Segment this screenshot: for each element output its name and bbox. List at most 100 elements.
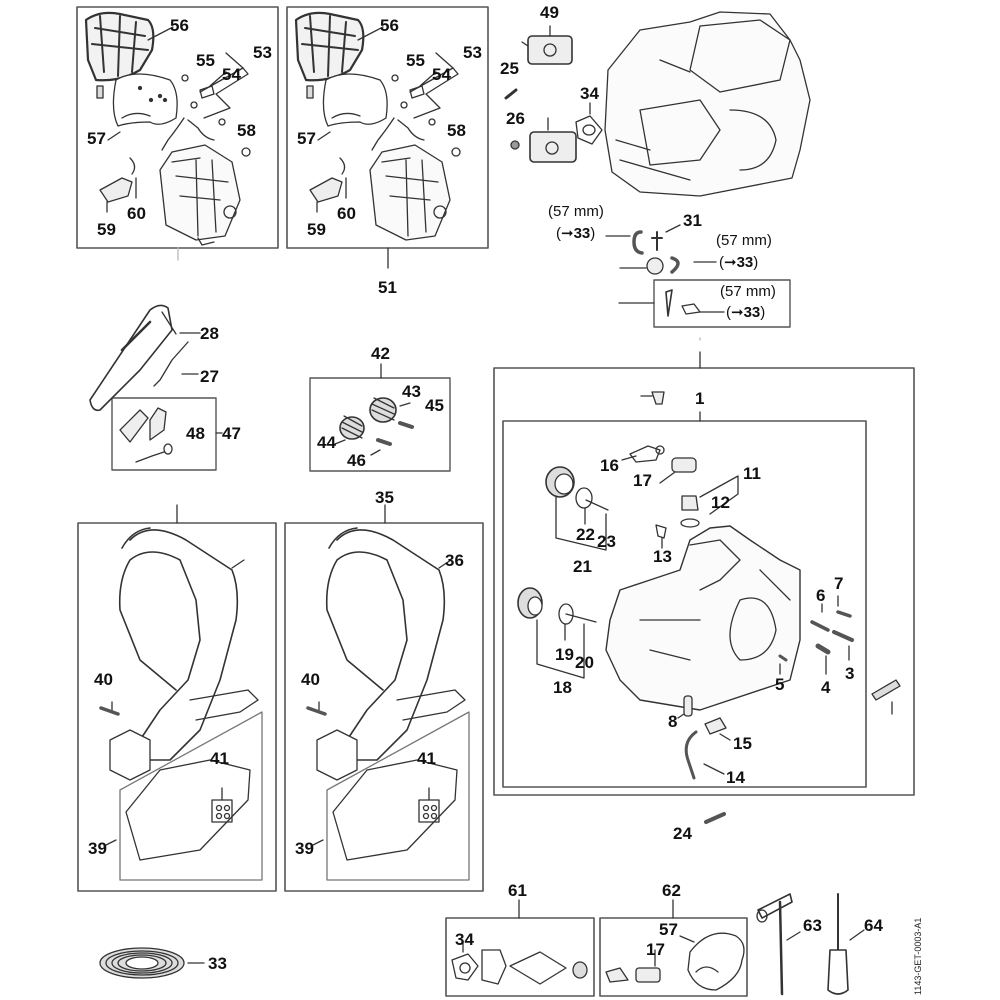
carburetor-housing-icon (159, 144, 241, 246)
part-label-55[interactable]: 55 (196, 51, 215, 70)
part-label-53[interactable]: 53 (253, 43, 272, 62)
part-label-53[interactable]: 53 (463, 43, 482, 62)
part-label-62[interactable]: 62 (662, 881, 681, 900)
part-label-54[interactable]: 54 (432, 65, 451, 84)
part-label-43[interactable]: 43 (402, 382, 421, 401)
cap-21-icon (545, 466, 609, 551)
part-label-34[interactable]: 34 (455, 930, 474, 949)
arrow-right-icon: ➞ (724, 254, 737, 271)
screw-13-icon (655, 524, 667, 549)
reference-note-1[interactable]: (➞33) (556, 225, 596, 242)
part-label-42[interactable]: 42 (371, 344, 390, 363)
part-label-18[interactable]: 18 (553, 678, 572, 697)
handlebar-b-art (310, 527, 470, 881)
part-label-54[interactable]: 54 (222, 65, 241, 84)
part-label-15[interactable]: 15 (733, 734, 752, 753)
lever-set-icon (119, 407, 223, 463)
wire-rod-icon (161, 117, 215, 151)
studs-icon (778, 595, 854, 675)
part-label-13[interactable]: 13 (653, 547, 672, 566)
reference-note-2[interactable]: (➞33) (719, 254, 759, 271)
part-label-8[interactable]: 8 (668, 712, 678, 731)
part-label-17[interactable]: 17 (633, 471, 652, 490)
part-label-56[interactable]: 56 (380, 16, 399, 35)
leader-57a (107, 131, 121, 141)
part-label-7[interactable]: 7 (834, 574, 844, 593)
part-label-1[interactable]: 1 (695, 389, 705, 408)
part-label-58[interactable]: 58 (447, 121, 466, 140)
gasket-34-icon (575, 102, 603, 145)
length-note-1: (57 mm) (548, 203, 604, 220)
part-label-49[interactable]: 49 (540, 3, 559, 22)
part-label-35[interactable]: 35 (375, 488, 394, 507)
bolt-25-icon (504, 88, 518, 100)
part-label-14[interactable]: 14 (726, 768, 745, 787)
part-label-3[interactable]: 3 (845, 664, 855, 683)
part-label-16[interactable]: 16 (600, 456, 619, 475)
part-label-51[interactable]: 51 (378, 278, 397, 297)
rail-icon (871, 679, 901, 715)
screwdriver-icon (827, 893, 865, 995)
part-label-39[interactable]: 39 (295, 839, 314, 858)
part-label-63[interactable]: 63 (803, 916, 822, 935)
part-label-36[interactable]: 36 (445, 551, 464, 570)
part-label-5[interactable]: 5 (775, 675, 785, 694)
frame-handlebar-b (284, 522, 484, 892)
part-label-48[interactable]: 48 (186, 424, 205, 443)
part-label-34[interactable]: 34 (580, 84, 599, 103)
part-label-61[interactable]: 61 (508, 881, 527, 900)
plug-icon (640, 391, 665, 405)
part-label-55[interactable]: 55 (406, 51, 425, 70)
part-label-24[interactable]: 24 (673, 824, 692, 843)
part-label-22[interactable]: 22 (576, 525, 595, 544)
part-label-17[interactable]: 17 (646, 940, 665, 959)
arrow-right-icon: ➞ (561, 225, 574, 242)
part-label-57[interactable]: 57 (659, 920, 678, 939)
part-label-58[interactable]: 58 (237, 121, 256, 140)
gasket-set-icon (451, 941, 588, 985)
part-label-57[interactable]: 57 (87, 129, 106, 148)
part-label-6[interactable]: 6 (816, 586, 826, 605)
part-label-59[interactable]: 59 (307, 220, 326, 239)
frame-gasket-set (445, 917, 595, 997)
part-label-47[interactable]: 47 (222, 424, 241, 443)
part-label-64[interactable]: 64 (864, 916, 883, 935)
part-label-20[interactable]: 20 (575, 653, 594, 672)
part-label-44[interactable]: 44 (317, 433, 336, 452)
part-label-45[interactable]: 45 (425, 396, 444, 415)
part-label-39[interactable]: 39 (88, 839, 107, 858)
part-label-26[interactable]: 26 (506, 109, 525, 128)
part-label-46[interactable]: 46 (347, 451, 366, 470)
valve-11-icon (680, 475, 739, 528)
handlebar-a-art (103, 527, 263, 881)
part-label-60[interactable]: 60 (337, 204, 356, 223)
screw-icon (181, 74, 251, 157)
length-note-2: (57 mm) (716, 232, 772, 249)
part-label-28[interactable]: 28 (200, 324, 219, 343)
part-label-27[interactable]: 27 (200, 367, 219, 386)
part-label-41[interactable]: 41 (210, 749, 229, 768)
part-label-41[interactable]: 41 (417, 749, 436, 768)
part-label-40[interactable]: 40 (301, 670, 320, 689)
part-label-4[interactable]: 4 (821, 678, 831, 697)
reference-note-3[interactable]: (➞33) (726, 304, 766, 321)
part-label-60[interactable]: 60 (127, 204, 146, 223)
part-label-21[interactable]: 21 (573, 557, 592, 576)
frame-crankcase-inner (502, 420, 867, 788)
part-label-33[interactable]: 33 (208, 954, 227, 973)
part-label-11[interactable]: 11 (743, 464, 761, 483)
part-label-57[interactable]: 57 (297, 129, 316, 148)
cap-18-icon (517, 587, 597, 679)
part-label-19[interactable]: 19 (555, 645, 574, 664)
part-label-25[interactable]: 25 (500, 59, 519, 78)
part-label-12[interactable]: 12 (711, 493, 730, 512)
part-label-59[interactable]: 59 (97, 220, 116, 239)
part-label-40[interactable]: 40 (94, 670, 113, 689)
diagram-reference-code: 1143-GET-0003-A1 (913, 917, 923, 995)
bracket-53a-2 (203, 67, 249, 119)
part-label-31[interactable]: 31 (683, 211, 702, 230)
part-label-23[interactable]: 23 (597, 532, 616, 551)
filter-plate-icon (112, 73, 178, 127)
part-label-56[interactable]: 56 (170, 16, 189, 35)
